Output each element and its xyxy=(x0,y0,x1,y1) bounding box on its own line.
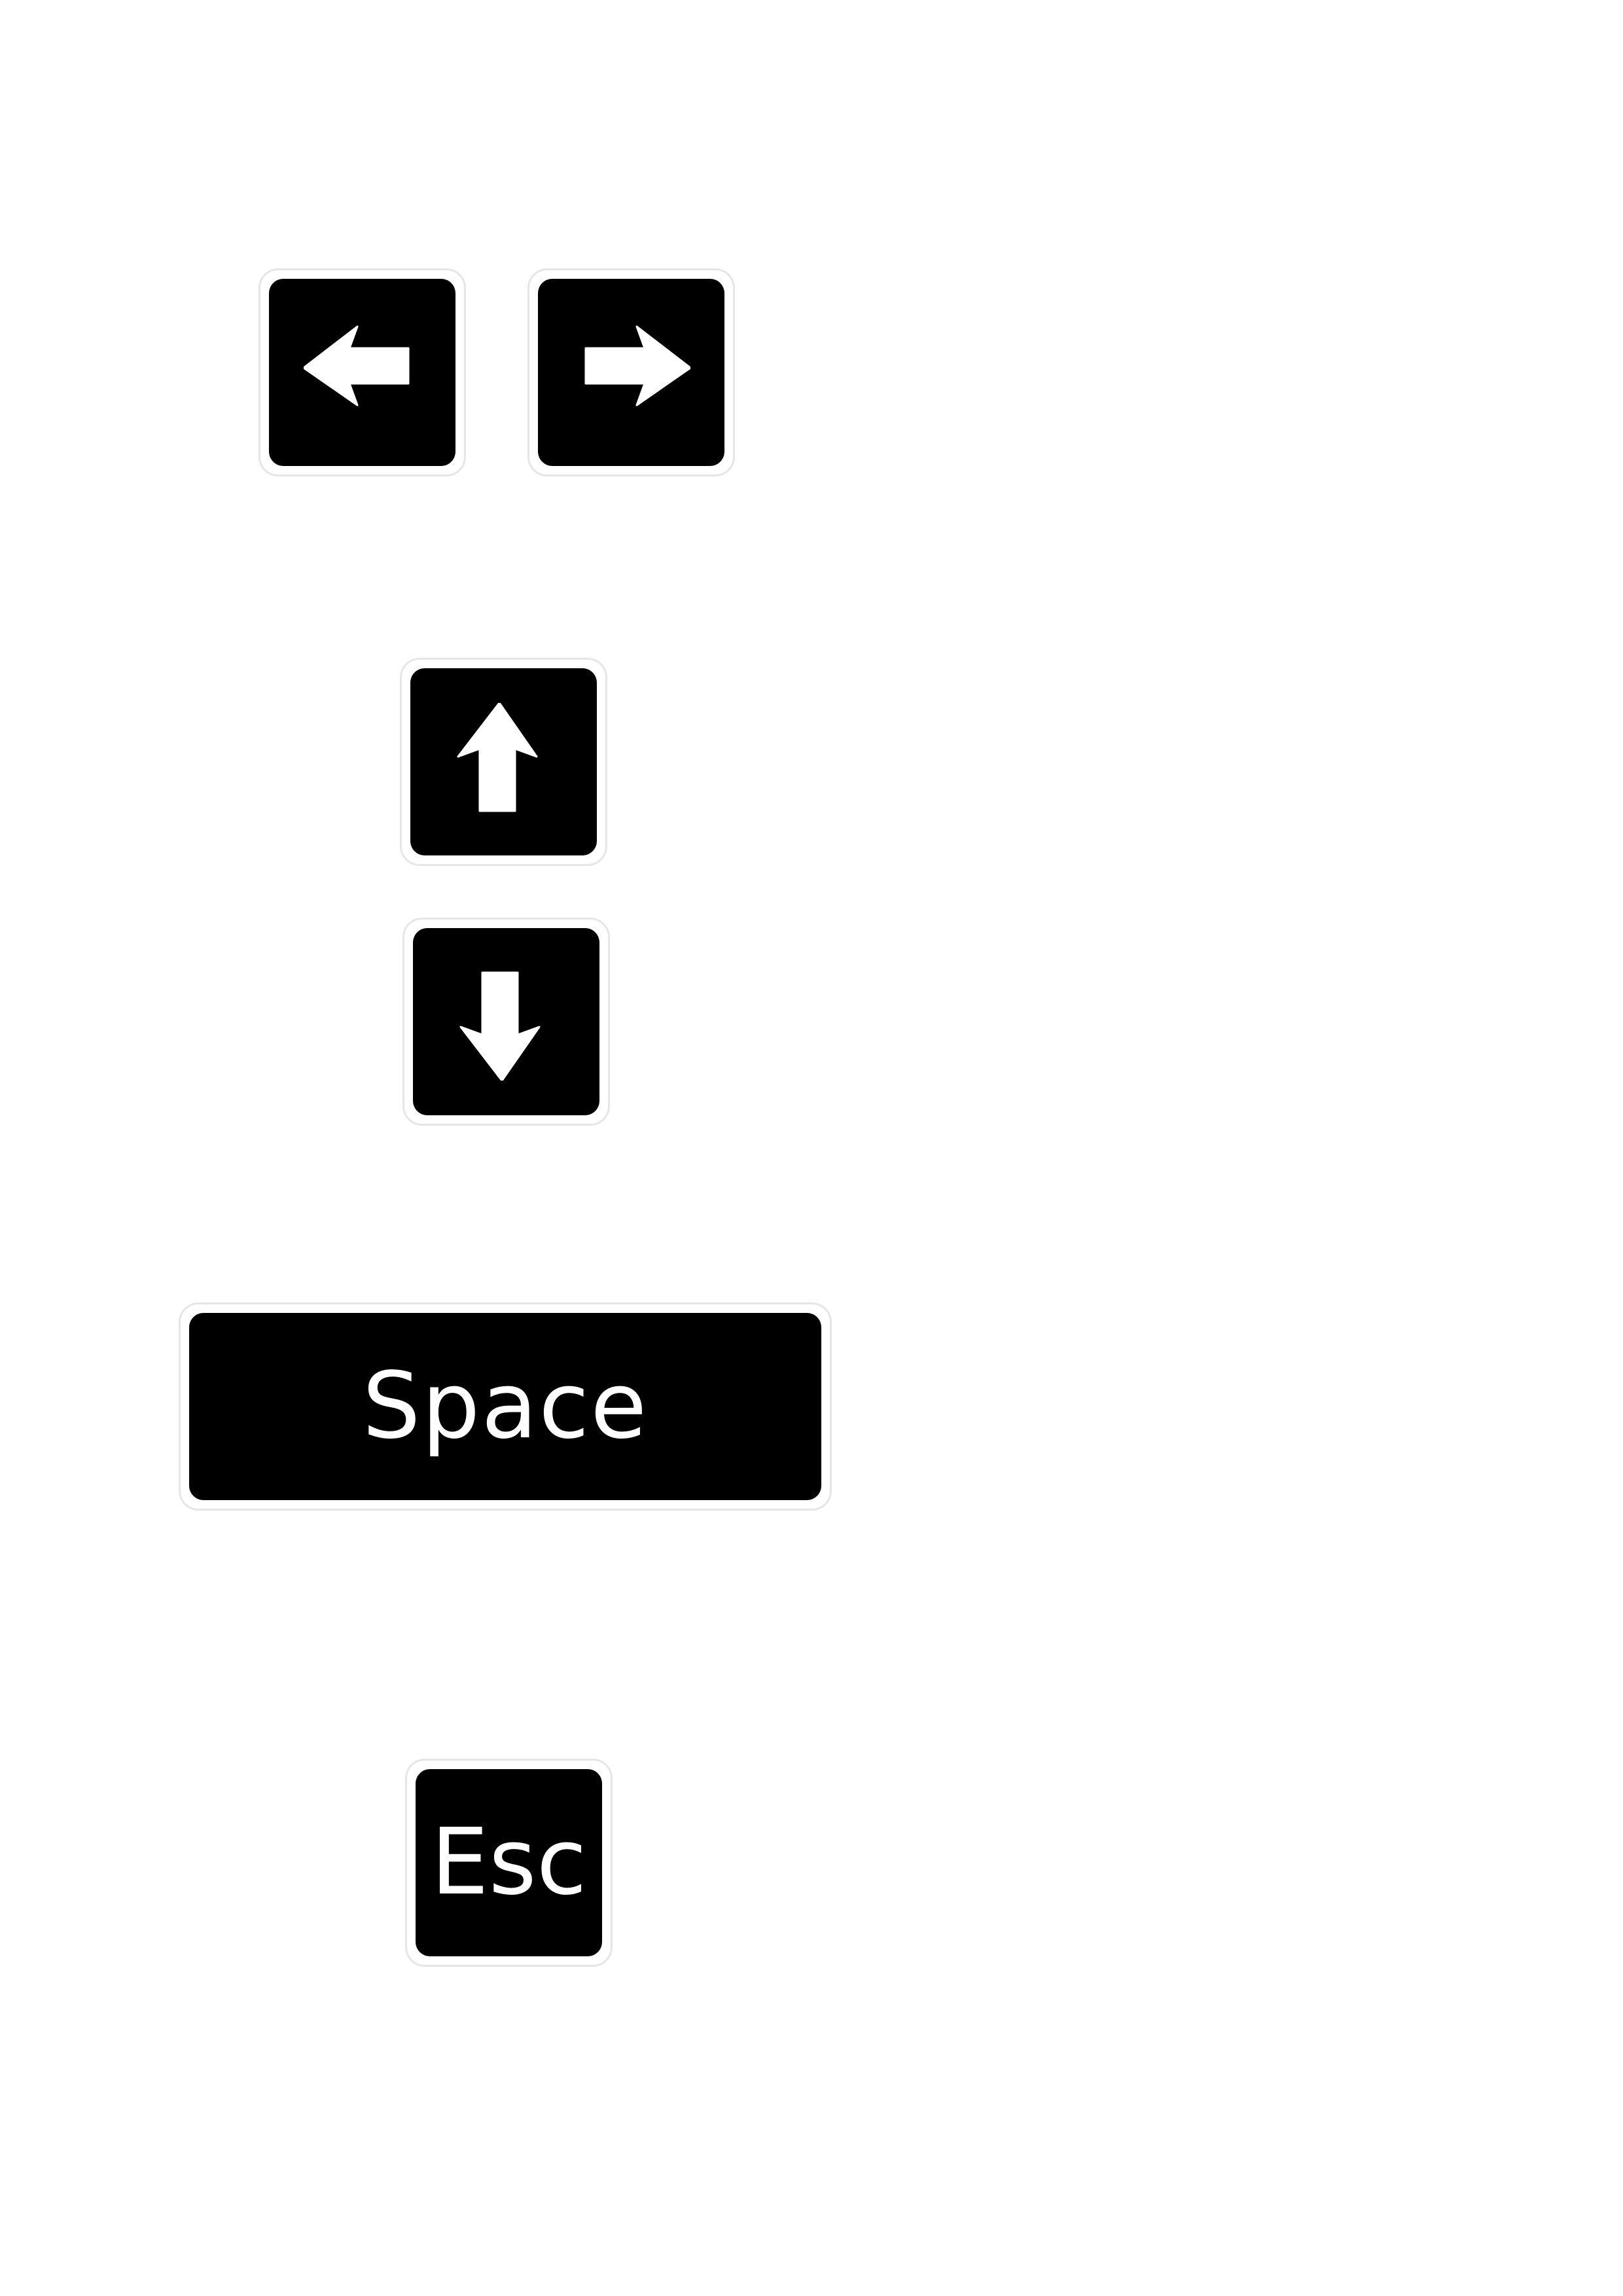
arrow-down-icon xyxy=(459,971,540,1081)
down-arrow-key[interactable] xyxy=(402,918,610,1126)
arrow-left-icon xyxy=(303,325,409,406)
arrow-right-icon xyxy=(584,325,690,406)
esc-key-label: Esc xyxy=(431,1809,587,1916)
space-key[interactable]: Space xyxy=(179,1302,832,1511)
arrow-up-icon xyxy=(457,703,537,812)
down-arrow-key-face xyxy=(413,928,599,1115)
esc-key[interactable]: Esc xyxy=(405,1759,613,1967)
up-arrow-key-face xyxy=(410,668,597,855)
esc-key-face: Esc xyxy=(416,1769,602,1956)
right-arrow-key[interactable] xyxy=(527,268,735,476)
space-key-face: Space xyxy=(189,1313,821,1500)
up-arrow-key[interactable] xyxy=(400,658,607,866)
left-arrow-key[interactable] xyxy=(259,268,466,476)
right-arrow-key-face xyxy=(538,279,724,466)
space-key-label: Space xyxy=(362,1353,649,1460)
left-arrow-key-face xyxy=(269,279,455,466)
